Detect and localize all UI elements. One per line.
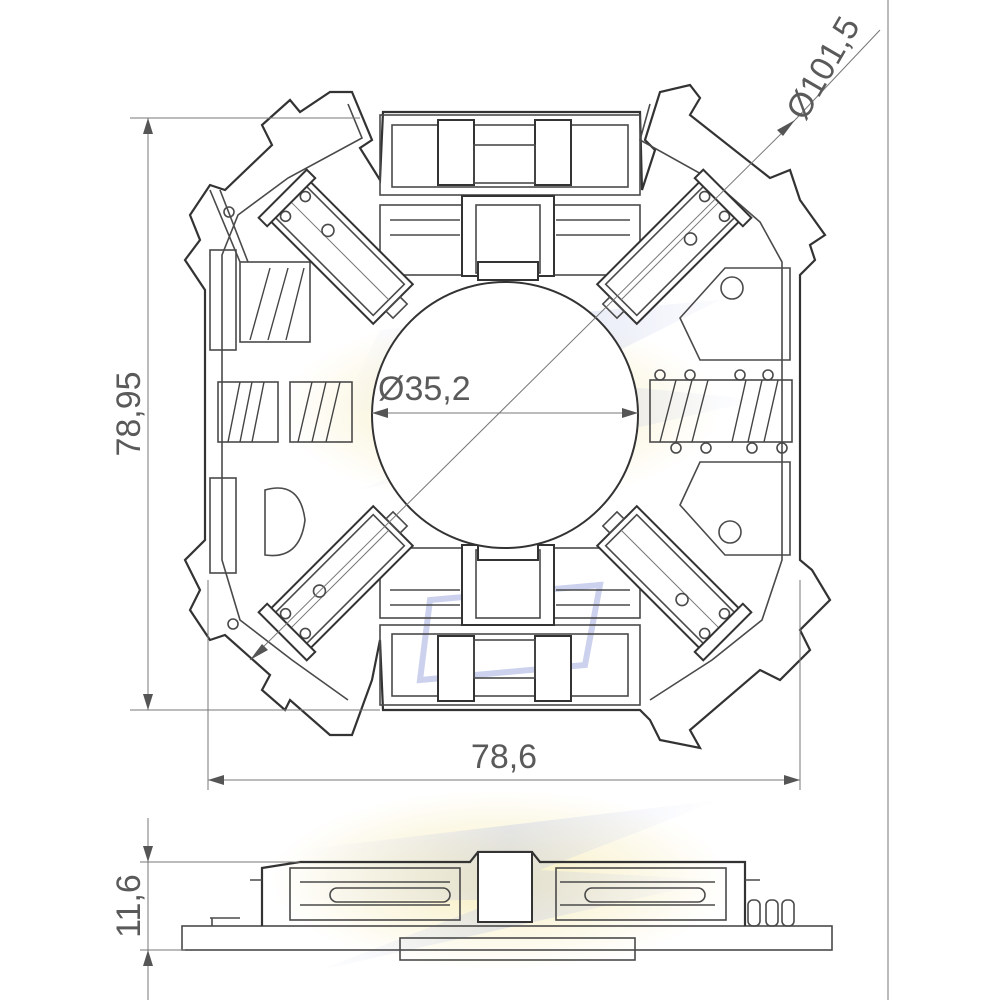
central-bore xyxy=(371,281,639,549)
width-label: 78,6 xyxy=(471,738,537,776)
outer-contour xyxy=(183,83,832,750)
height-label: 78,95 xyxy=(110,371,148,456)
diameter-inner-label: Ø35,2 xyxy=(378,370,471,408)
thickness-label: 11,6 xyxy=(110,874,148,938)
side-view xyxy=(140,818,833,1000)
top-view xyxy=(130,0,889,1000)
diameter-outer-label: Ø101,5 xyxy=(779,10,868,126)
